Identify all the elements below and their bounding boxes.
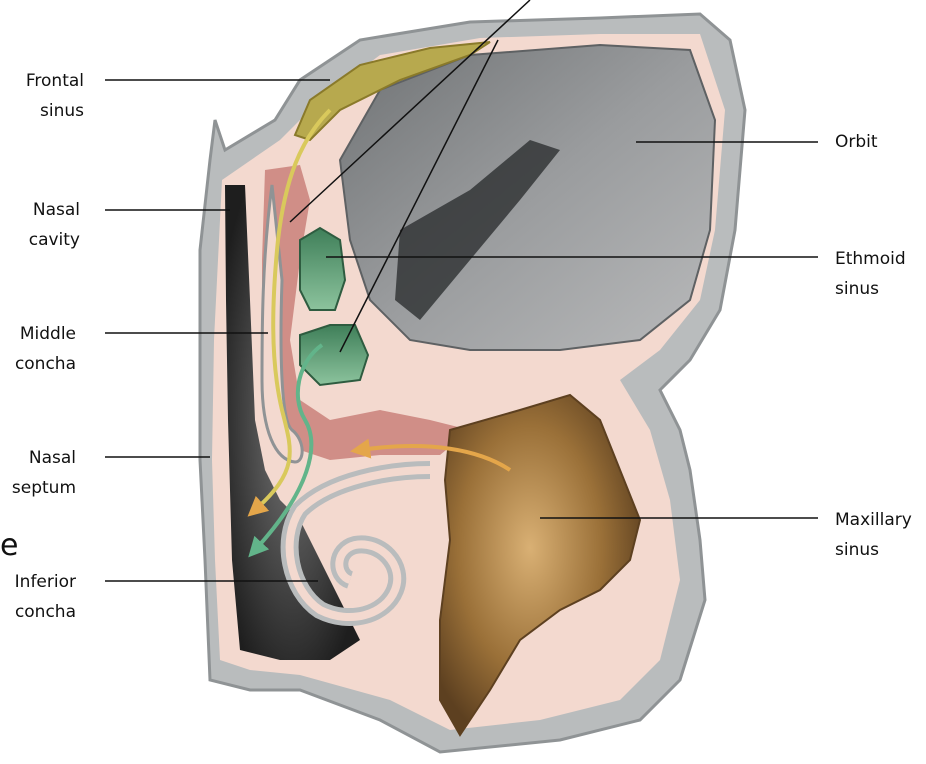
label-inferior-concha-line1: Inferior <box>4 567 76 597</box>
orbit-region <box>340 45 715 350</box>
label-ethmoid-sinus-line2: sinus <box>835 274 921 304</box>
label-middle-concha: Middle concha <box>4 319 76 379</box>
ethmoid-sinus-cell-upper <box>300 228 345 310</box>
label-middle-concha-line1: Middle <box>4 319 76 349</box>
label-frontal-sinus-line1: Frontal <box>10 66 84 96</box>
label-middle-concha-line2: concha <box>4 349 76 379</box>
label-nasal-septum: Nasal septum <box>4 443 76 503</box>
label-maxillary-sinus-line1: Maxillary <box>835 505 921 535</box>
label-orbit: Orbit <box>835 127 921 157</box>
label-ethmoid-sinus: Ethmoid sinus <box>835 244 921 304</box>
label-maxillary-sinus: Maxillary sinus <box>835 505 921 565</box>
label-nasal-septum-line2: septum <box>4 473 76 503</box>
label-orbit-line1: Orbit <box>835 127 921 157</box>
label-ethmoid-sinus-line1: Ethmoid <box>835 244 921 274</box>
label-nasal-cavity-line2: cavity <box>10 225 80 255</box>
label-nasal-cavity-line1: Nasal <box>10 195 80 225</box>
label-inferior-concha-line2: concha <box>4 597 76 627</box>
edge-glyph: e <box>0 526 18 566</box>
label-nasal-cavity: Nasal cavity <box>10 195 80 255</box>
label-nasal-septum-line1: Nasal <box>4 443 76 473</box>
label-inferior-concha: Inferior concha <box>4 567 76 627</box>
label-maxillary-sinus-line2: sinus <box>835 535 921 565</box>
label-frontal-sinus: Frontal sinus <box>10 66 84 126</box>
label-frontal-sinus-line2: sinus <box>10 96 84 126</box>
